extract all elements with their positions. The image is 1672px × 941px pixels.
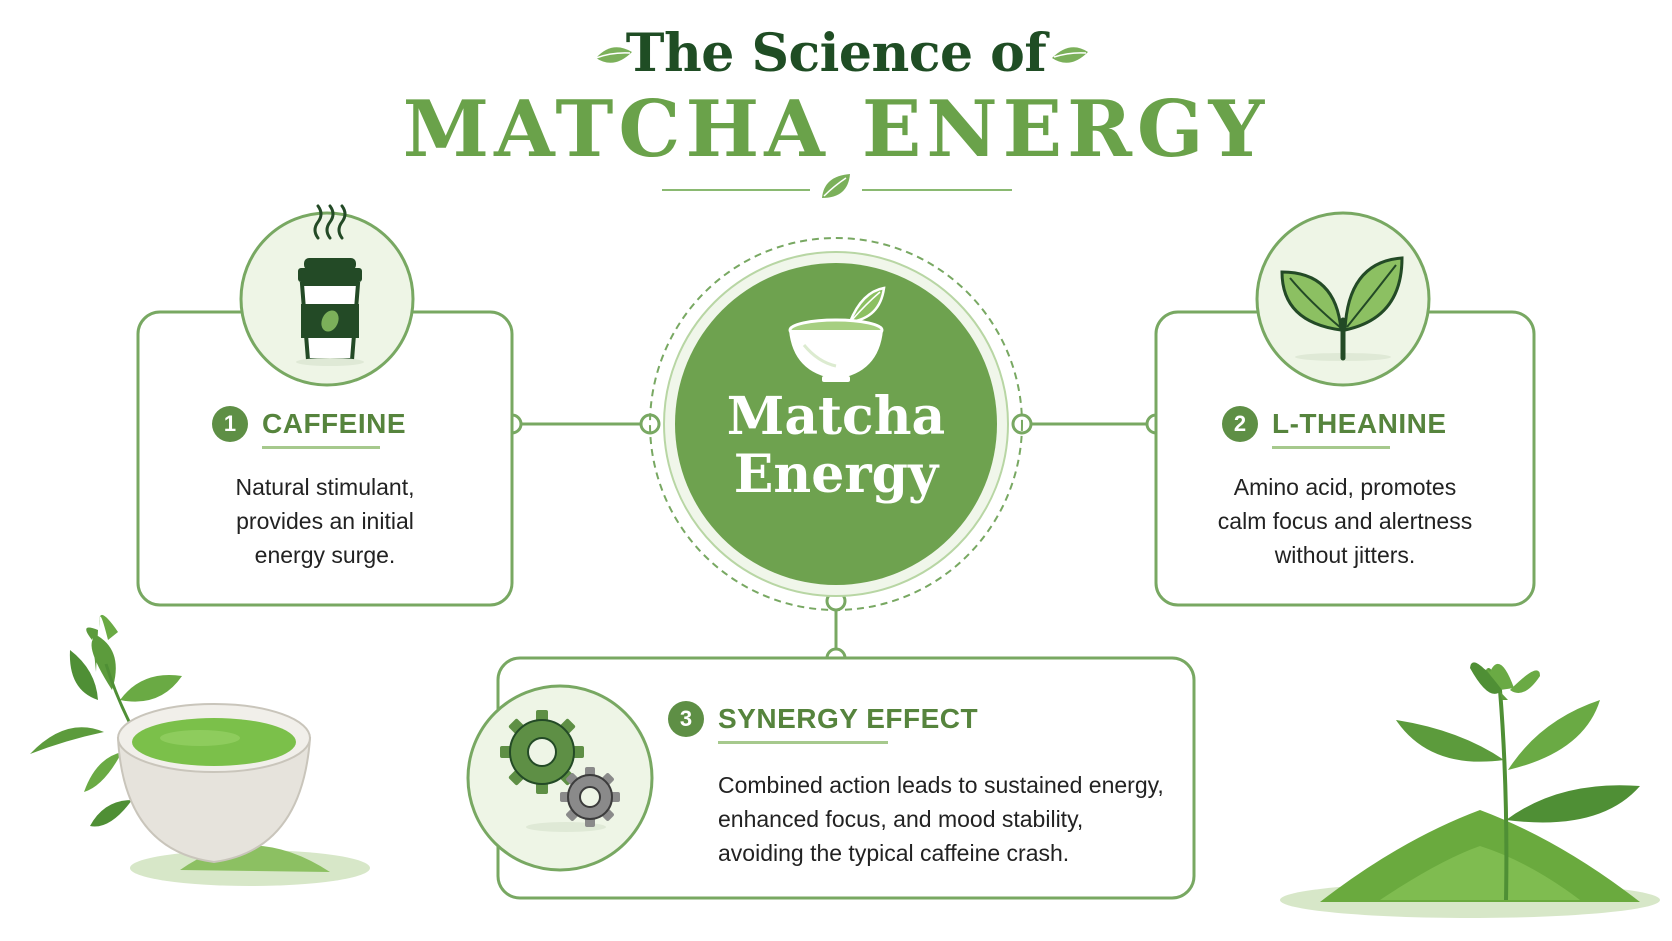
- theanine-description: Amino acid, promotes calm focus and aler…: [1156, 470, 1534, 572]
- matcha-bowl-icon: [788, 286, 886, 382]
- caffeine-number-badge: 1: [212, 406, 248, 442]
- theanine-heading: L-THEANINE: [1272, 408, 1447, 439]
- theanine-description-line: without jitters.: [1274, 542, 1416, 568]
- connector-caffeine: [501, 413, 661, 435]
- center-label-line2: Energy: [733, 444, 939, 505]
- caffeine-description-line: provides an initial: [236, 508, 414, 534]
- page-title-line2: MATCHA ENERGY: [402, 84, 1270, 175]
- connector-theanine: [1011, 413, 1167, 435]
- center-hub-dashed-ring: [649, 237, 1023, 611]
- coffee-cup-icon: [296, 204, 364, 366]
- leaf-sprout-icon: [1280, 256, 1404, 361]
- synergy-description-line: Combined action leads to sustained energ…: [718, 772, 1164, 798]
- caffeine-description: Natural stimulant, provides an initial e…: [138, 470, 512, 572]
- theanine-description-line: calm focus and alertness: [1217, 508, 1473, 534]
- title-leaf-left-icon: [595, 47, 632, 63]
- center-label-line1: Matcha: [726, 386, 946, 447]
- theanine-number-badge: 2: [1222, 406, 1258, 442]
- synergy-heading-underline: [718, 741, 888, 744]
- gears-icon: [500, 710, 620, 832]
- matcha-bowl-photo-left: [30, 614, 370, 886]
- matcha-powder-photo-right: [1280, 662, 1660, 918]
- synergy-number-badge: 3: [668, 701, 704, 737]
- title-divider: [662, 174, 1012, 198]
- caffeine-description-line: energy surge.: [254, 542, 396, 568]
- theanine-description-line: Amino acid, promotes: [1233, 474, 1457, 500]
- theanine-icon-circle: [1255, 211, 1431, 387]
- center-hub: [675, 263, 997, 585]
- connector-synergy: [825, 590, 847, 669]
- synergy-description: Combined action leads to sustained energ…: [718, 768, 1188, 870]
- caffeine-heading: CAFFEINE: [262, 408, 406, 439]
- synergy-description-line: enhanced focus, and mood stability,: [718, 806, 1084, 832]
- synergy-heading: SYNERGY EFFECT: [718, 703, 979, 734]
- caffeine-heading-underline: [262, 446, 380, 449]
- title-leaf-right-icon: [1052, 47, 1088, 63]
- theanine-heading-underline: [1272, 446, 1390, 449]
- caffeine-description-line: Natural stimulant,: [235, 474, 415, 500]
- page-title-line1: The Science of: [625, 23, 1047, 84]
- synergy-description-line: avoiding the typical caffeine crash.: [718, 840, 1070, 866]
